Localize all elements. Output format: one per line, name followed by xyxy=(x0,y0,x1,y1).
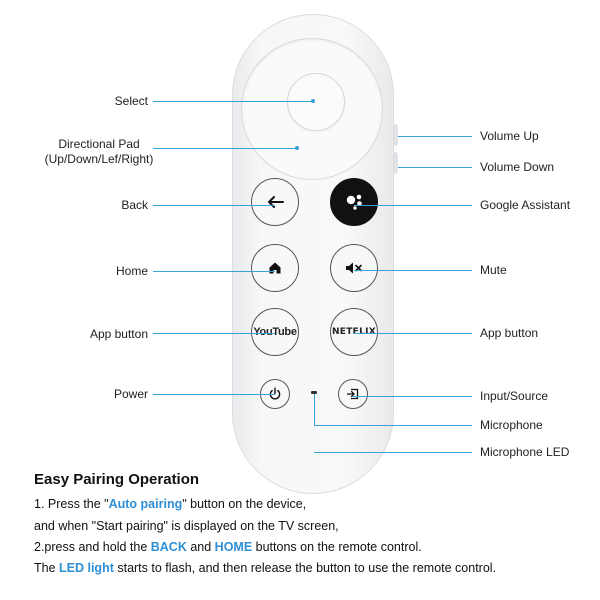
select-button xyxy=(288,74,344,130)
callout-app-left xyxy=(153,333,275,334)
callout-mute xyxy=(354,270,472,271)
pairing-step-1-cont: and when "Start pairing" is displayed on… xyxy=(34,519,339,533)
callout-select xyxy=(153,101,313,102)
label-volume-up: Volume Up xyxy=(480,129,539,143)
pairing-step-2: 2.press and hold the BACK and HOME butto… xyxy=(34,540,422,554)
label-mute: Mute xyxy=(480,263,507,277)
pairing-step-1-post: " button on the device, xyxy=(182,497,307,511)
home-button xyxy=(251,244,299,292)
callout-back xyxy=(153,205,275,206)
back-button xyxy=(251,178,299,226)
pairing-step-3-post: starts to flash, and then release the bu… xyxy=(113,561,497,575)
callout-microphone-v xyxy=(314,394,315,425)
label-home: Home xyxy=(115,264,148,278)
pairing-step-2-back: BACK xyxy=(150,540,187,554)
youtube-label: YouTube xyxy=(253,326,297,338)
label-microphone-led: Microphone LED xyxy=(480,445,570,459)
callout-microphone-led xyxy=(314,452,472,453)
pairing-step-2-pre: 2.press and hold the xyxy=(34,540,151,554)
pairing-step-2-mid: and xyxy=(186,540,215,554)
callout-power xyxy=(153,394,275,395)
callout-input xyxy=(353,396,472,397)
google-assistant-icon xyxy=(346,194,362,210)
pairing-step-1-pre: 1. Press the " xyxy=(34,497,109,511)
label-google-assistant: Google Assistant xyxy=(480,198,571,212)
pairing-step-3-led: LED light xyxy=(59,561,114,575)
arrow-left-icon xyxy=(268,196,284,208)
label-power: Power xyxy=(113,387,148,401)
label-dpad-line1: Directional Pad xyxy=(58,137,140,151)
pairing-title: Easy Pairing Operation xyxy=(34,471,200,488)
callout-microphone xyxy=(314,425,472,426)
label-app-right: App button xyxy=(480,326,539,340)
pairing-step-2-post: buttons on the remote control. xyxy=(252,540,422,554)
callout-assistant xyxy=(354,205,472,206)
volume-down-rocker xyxy=(394,152,398,174)
home-icon xyxy=(269,262,281,274)
pairing-step-1-highlight: Auto pairing xyxy=(108,497,183,511)
pairing-step-1: 1. Press the "Auto pairing" button on th… xyxy=(34,497,306,511)
label-select: Select xyxy=(114,94,148,108)
input-source-button xyxy=(338,379,368,409)
power-icon xyxy=(269,387,281,400)
pairing-step-2-home: HOME xyxy=(214,540,253,554)
label-dpad-line2: (Up/Down/Lef/Right) xyxy=(44,152,154,166)
volume-up-rocker xyxy=(394,124,398,146)
youtube-button: YouTube xyxy=(251,308,299,356)
callout-home xyxy=(153,271,275,272)
callout-dot-dpad xyxy=(295,146,299,150)
pairing-step-3: The LED light starts to flash, and then … xyxy=(34,561,496,575)
label-dpad: Directional Pad (Up/Down/Lef/Right) xyxy=(44,137,154,167)
label-volume-down: Volume Down xyxy=(480,160,555,174)
mute-button xyxy=(330,244,378,292)
microphone-hole xyxy=(311,391,317,394)
netflix-button: NETFLIX xyxy=(330,308,378,356)
callout-volume-up xyxy=(398,136,472,137)
pairing-step-3-pre: The xyxy=(34,561,60,575)
label-microphone: Microphone xyxy=(480,418,543,432)
label-input-source: Input/Source xyxy=(480,389,549,403)
callout-dpad xyxy=(153,148,297,149)
callout-volume-down xyxy=(398,167,472,168)
label-app-left: App button xyxy=(89,327,148,341)
netflix-label: NETFLIX xyxy=(331,327,377,337)
callout-app-right xyxy=(354,333,472,334)
callout-dot-select xyxy=(311,99,315,103)
mute-icon xyxy=(346,262,362,274)
google-assistant-button xyxy=(330,178,378,226)
power-button xyxy=(260,379,290,409)
label-back: Back xyxy=(121,198,148,212)
input-source-icon xyxy=(346,388,359,400)
